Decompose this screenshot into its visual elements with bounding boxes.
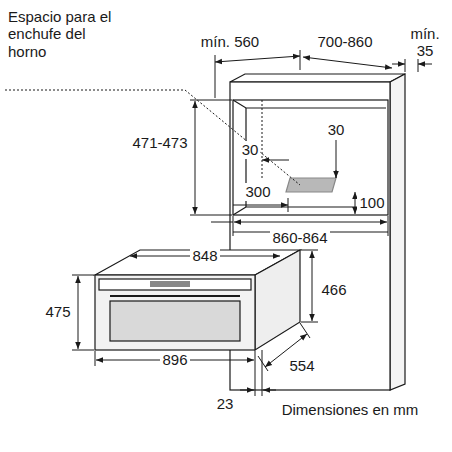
cabinet-top	[230, 74, 405, 82]
dim-line	[195, 101, 196, 214]
extension-line	[72, 350, 94, 351]
extension-line	[388, 216, 389, 236]
dimension-label: 466	[319, 281, 348, 298]
dimension-label: 700-860	[315, 33, 374, 50]
dimension-label: 860-864	[270, 229, 329, 246]
extension-line	[336, 140, 337, 178]
extension-line	[255, 351, 256, 396]
extension-line	[262, 100, 263, 178]
dimension-label: 475	[43, 303, 72, 320]
oven-niche	[233, 100, 388, 215]
extension-line	[300, 50, 301, 70]
niche-back	[233, 207, 246, 215]
door-window	[110, 301, 240, 341]
dimension-label: 23	[215, 395, 236, 412]
dimension-label: 896	[160, 351, 189, 368]
extension-line	[258, 356, 268, 371]
extension-line	[190, 100, 232, 101]
extension-line	[301, 250, 318, 251]
dim-line	[312, 251, 313, 321]
extension-line	[301, 322, 318, 323]
extension-line	[262, 350, 263, 396]
dimension-label: 471-473	[130, 134, 189, 151]
niche-back	[233, 100, 386, 108]
oven-front	[95, 275, 255, 350]
extension-line	[233, 216, 234, 236]
dim-line	[418, 64, 432, 65]
extension-line	[72, 275, 94, 276]
dimension-label: 554	[287, 357, 316, 374]
dim-line	[211, 222, 233, 223]
dimension-label: 848	[190, 247, 219, 264]
dimension-label: mín. 35	[403, 25, 447, 60]
extension-line	[190, 215, 232, 216]
dim-line	[263, 390, 276, 391]
dim-line	[262, 160, 289, 161]
dim-line	[303, 57, 392, 68]
dim-line	[240, 390, 254, 391]
leader-line	[5, 90, 300, 185]
dim-line	[355, 192, 356, 214]
dim-line	[78, 276, 79, 349]
cabinet	[230, 74, 405, 390]
dim-line	[234, 222, 387, 223]
dimension-label: mín. 560	[199, 33, 261, 50]
oven	[95, 250, 300, 350]
units-note: Dimensiones en mm	[280, 401, 421, 418]
dim-line	[392, 64, 405, 65]
dim-line	[215, 56, 300, 62]
dimension-label: 300	[243, 183, 272, 200]
door-handle	[110, 295, 240, 297]
oven-dimensions	[72, 250, 318, 396]
display	[150, 281, 190, 287]
dimension-label: 100	[357, 194, 386, 211]
oven-side	[255, 250, 300, 350]
extension-line	[95, 351, 96, 366]
control-panel	[99, 279, 251, 290]
extension-line	[215, 55, 216, 98]
dim-line	[233, 205, 288, 206]
dimension-label: 30	[326, 121, 347, 138]
dimension-label: 30	[240, 141, 261, 158]
note-label: Espacio para el enchufe del horno	[6, 8, 128, 60]
dim-line	[336, 170, 337, 178]
dimension-lines	[5, 40, 432, 236]
cabinet-side	[390, 74, 405, 390]
